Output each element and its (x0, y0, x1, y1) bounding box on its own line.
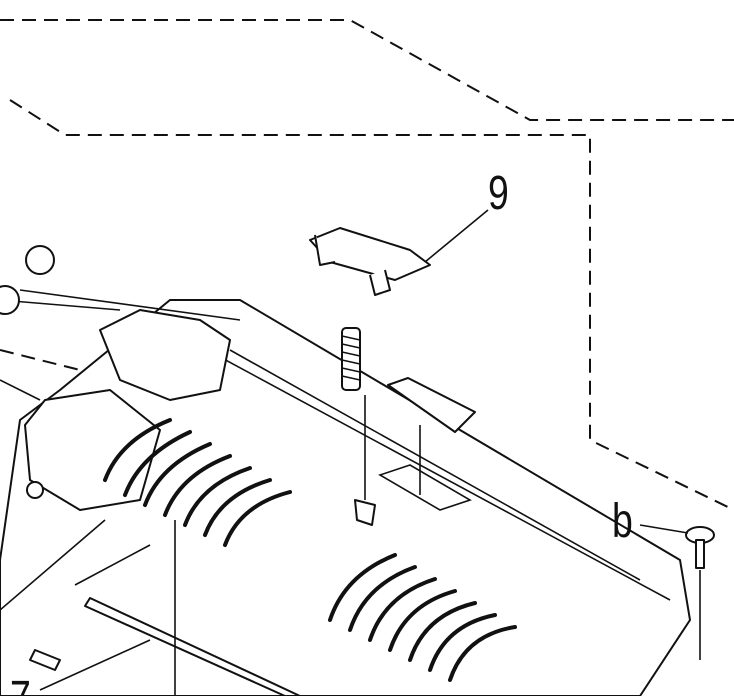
part-7-leaders (0, 519, 176, 696)
part-9-pad-holder (309, 209, 489, 296)
separation-pad (378, 377, 476, 511)
spring (341, 327, 376, 526)
roller-shaft (29, 597, 301, 696)
callout-9: 9 (488, 167, 509, 220)
guide-ribs-right (328, 553, 517, 682)
callout-b: b (612, 495, 633, 548)
callout-7: 7 (10, 675, 31, 696)
gear-assembly (0, 245, 231, 511)
screw-b (639, 524, 715, 660)
guide-ribs-left (103, 418, 292, 547)
